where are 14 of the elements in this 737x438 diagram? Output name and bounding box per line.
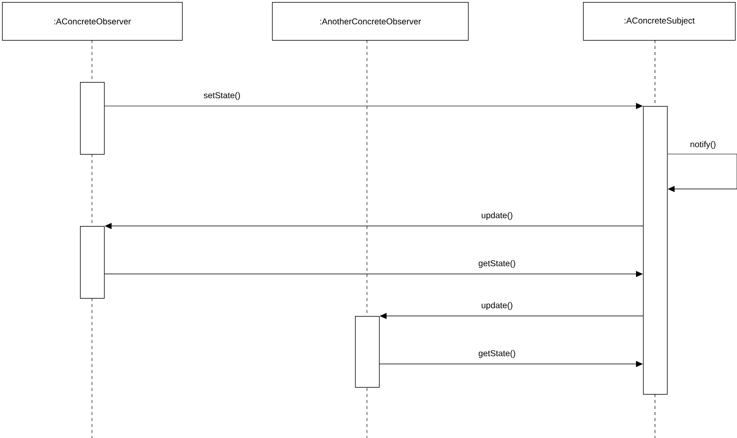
message-label: getState() bbox=[478, 350, 516, 358]
activation-bar bbox=[80, 226, 105, 299]
message-label: notify() bbox=[690, 141, 716, 149]
activation-bar bbox=[355, 316, 380, 388]
message-label: update() bbox=[482, 212, 512, 220]
lifeline-head: :AConcreteObserver bbox=[2, 2, 183, 41]
activation-bar bbox=[80, 82, 105, 155]
message-label: setState() bbox=[204, 92, 240, 100]
message-label: update() bbox=[482, 302, 512, 310]
lifeline-head: :AnotherConcreteObserver bbox=[272, 2, 469, 41]
message-label: getState() bbox=[478, 260, 516, 268]
message-arrow bbox=[667, 154, 737, 192]
lifeline-head: :AConcreteSubject bbox=[583, 2, 736, 41]
activation-bar bbox=[643, 106, 668, 395]
